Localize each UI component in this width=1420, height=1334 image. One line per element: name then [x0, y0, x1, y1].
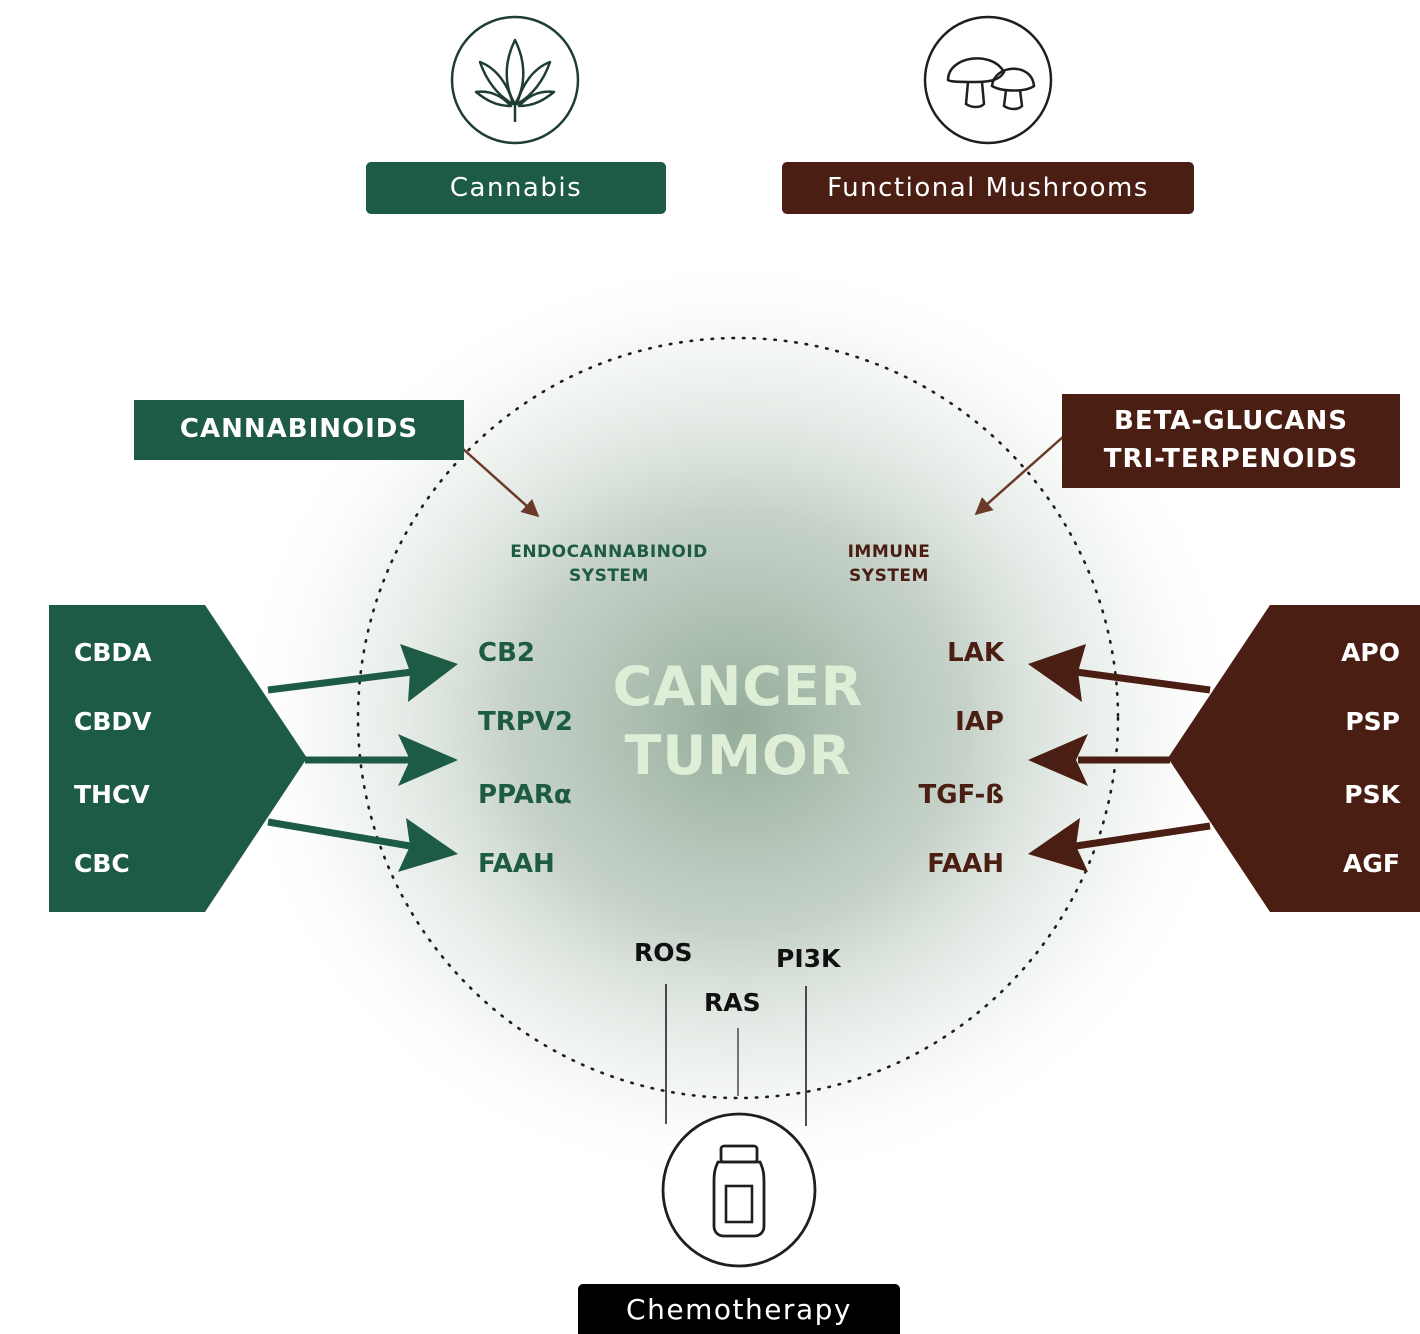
- compound-cbda: CBDA: [74, 638, 152, 667]
- compound-thcv: THCV: [74, 780, 150, 809]
- target-cb2: CB2: [478, 638, 535, 668]
- cannabis-label: Cannabis: [449, 173, 583, 203]
- immune-system-label: IMMUNE SYSTEM: [847, 542, 931, 586]
- arrow-to-faah-left: [267, 818, 411, 850]
- compound-apo: APO: [1341, 638, 1400, 667]
- cannabis-pill: Cannabis: [366, 162, 666, 214]
- target-lak: LAK: [947, 638, 1004, 668]
- mushrooms-label: Functional Mushrooms: [827, 173, 1149, 203]
- cannabis-leaf-icon: [450, 15, 580, 145]
- cannabis-arrows: [267, 644, 458, 872]
- target-faah-right: FAAH: [927, 849, 1004, 879]
- tumor-boundary: [356, 336, 1120, 1100]
- target-iap: IAP: [955, 707, 1004, 737]
- arrow-head-tgf: [1028, 734, 1088, 786]
- compound-psk: PSK: [1344, 780, 1400, 809]
- compound-psp: PSP: [1345, 707, 1400, 736]
- cannabis-compounds-panel: [49, 605, 307, 912]
- tumor-glow: [228, 252, 1248, 1192]
- arrow-to-cb2: [267, 668, 413, 694]
- compound-agf: AGF: [1343, 849, 1400, 878]
- arrow-head-faah-left: [398, 818, 458, 872]
- pathway-ras: RAS: [704, 988, 761, 1017]
- arrow-to-lak: [1075, 668, 1211, 694]
- cancer-tumor-title: CANCER TUMOR: [612, 655, 864, 788]
- mushrooms-pill: Functional Mushrooms: [782, 162, 1194, 214]
- mushroom-compounds-panel: [1168, 605, 1420, 912]
- chemotherapy-label: Chemotherapy: [626, 1292, 852, 1326]
- target-ppar-alpha: PPARα: [478, 780, 572, 810]
- cannabinoids-label: CANNABINOIDS: [179, 414, 419, 445]
- mushroom-compounds-box: BETA-GLUCANS TRI-TERPENOIDS: [1062, 394, 1400, 488]
- arrow-head-ppar: [398, 734, 458, 786]
- arrow-head-faah-right: [1028, 818, 1088, 872]
- arrow-head-lak: [1028, 644, 1086, 702]
- cannabinoids-pointer-arrow: [461, 447, 540, 518]
- target-faah-left: FAAH: [478, 849, 555, 879]
- compound-cbc: CBC: [74, 849, 130, 878]
- arrow-head-cb2: [400, 644, 458, 702]
- arrow-to-faah-right: [1075, 822, 1211, 850]
- endocannabinoid-system-label: ENDOCANNABINOID SYSTEM: [510, 542, 708, 586]
- compound-cbdv: CBDV: [74, 707, 152, 736]
- pathway-pi3k: PI3K: [776, 944, 841, 973]
- mushroom-compounds-pointer-arrow: [974, 435, 1065, 516]
- beta-glucans-label: BETA-GLUCANS: [1114, 406, 1348, 437]
- target-trpv2: TRPV2: [478, 707, 574, 737]
- target-tgf-beta: TGF-ß: [918, 780, 1004, 810]
- cannabinoids-box: CANNABINOIDS: [134, 400, 464, 460]
- mushroom-icon: [923, 15, 1053, 145]
- chemotherapy-pill: Chemotherapy: [578, 1284, 900, 1334]
- medicine-bottle-icon: [661, 1112, 817, 1268]
- pathway-ros: ROS: [634, 938, 693, 967]
- tri-terpenoids-label: TRI-TERPENOIDS: [1103, 444, 1359, 474]
- mushroom-arrows: [1028, 644, 1211, 872]
